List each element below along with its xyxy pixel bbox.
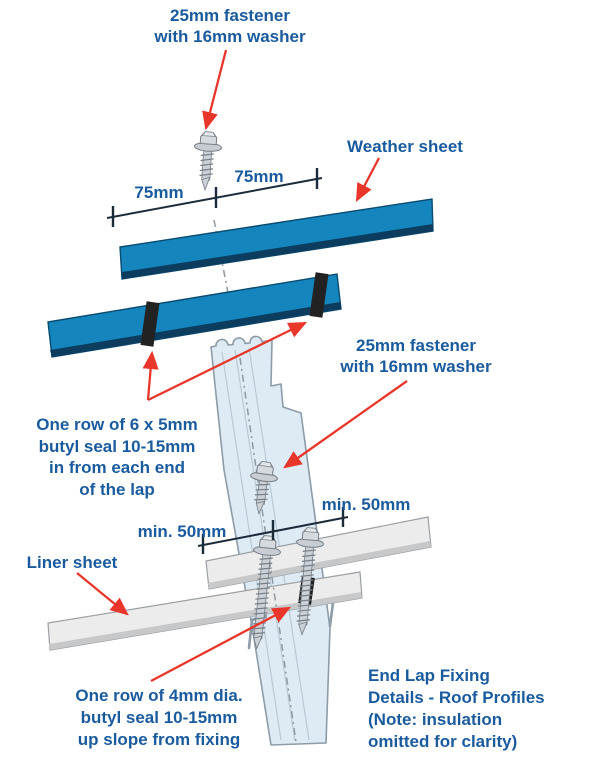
fastener-middle-screw [250,461,278,515]
label-weather-sheet: Weather sheet [347,137,463,156]
dimension-50mm [197,507,349,554]
caption-line1: End Lap Fixing [368,666,490,685]
fastener-centerline-lower [239,357,297,743]
label-butyl-bottom-line2: butyl seal 10-15mm [81,708,238,727]
weather-sheet-upper [119,198,434,280]
label-butyl-top-line3: in from each end [49,458,185,477]
arrow-to-middle-fastener [283,380,408,469]
arrow-to-top-fastener [202,49,228,131]
liner-sheet-lower [47,571,363,651]
fastener-top-screw [194,131,222,192]
label-dim-75-right: 75mm [234,167,283,186]
label-butyl-top-line2: butyl seal 10-15mm [39,437,196,456]
butyl-seal-right [309,272,329,318]
arrow-to-seal-right [147,321,308,402]
fastener-bottom-left-screw [251,535,281,650]
arrow-to-seal-left [142,350,159,401]
weather-sheet-lower [47,273,342,358]
butyl-seal-left [140,301,160,347]
label-butyl-top-line1: One row of 6 x 5mm [36,415,198,434]
label-top-fastener-line2: with 16mm washer [153,27,306,46]
fastener-bottom-right-screw [296,527,324,636]
arrow-to-weather-sheet [355,157,381,203]
dimension-75mm [106,168,323,227]
label-butyl-bottom-line1: One row of 4mm dia. [75,686,242,705]
label-mid-fastener-line1: 25mm fastener [356,336,476,355]
arrow-to-liner-seal [150,606,292,683]
caption-line2: Details - Roof Profiles [368,688,545,707]
label-dim-50-left: min. 50mm [138,522,227,541]
caption-line4: omitted for clarity) [368,732,517,751]
label-dim-50-right: min. 50mm [322,495,411,514]
label-butyl-bottom-line3: up slope from fixing [78,730,240,749]
label-mid-fastener-line2: with 16mm washer [339,357,492,376]
label-top-fastener-line1: 25mm fastener [170,6,290,25]
label-dim-75-left: 75mm [134,183,183,202]
label-liner-sheet: Liner sheet [27,553,118,572]
label-butyl-top-line4: of the lap [79,480,155,499]
arrow-to-liner-sheet [76,572,129,616]
caption-line3: (Note: insulation [368,710,502,729]
